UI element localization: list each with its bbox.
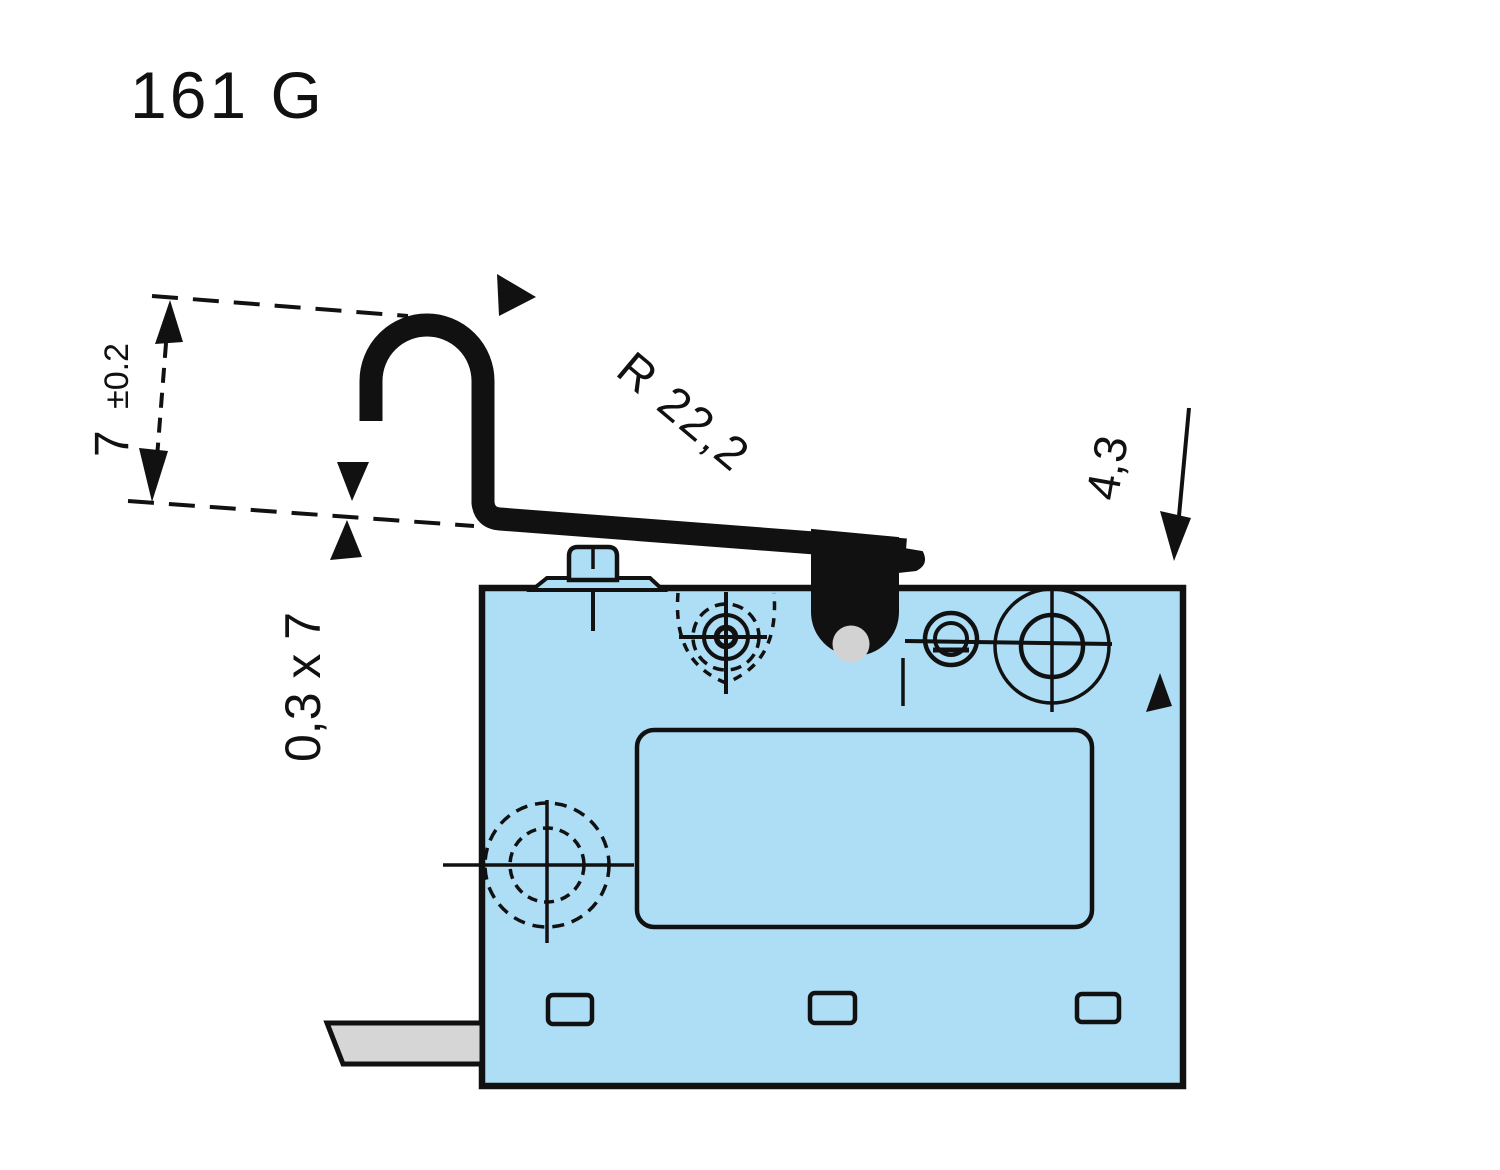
height-dimension-label: 7 ±0.2 xyxy=(86,343,139,457)
terminal-slot-2 xyxy=(807,990,858,1026)
blade-section-label: 0,3 x 7 xyxy=(275,612,331,762)
direction-arrow-icon xyxy=(497,274,536,316)
terminal-slot-3 xyxy=(1074,991,1122,1025)
thickness-marker-up-icon xyxy=(330,520,362,560)
marker-triangle-icon xyxy=(1146,673,1172,712)
thickness-marker-down-icon xyxy=(337,462,369,501)
lever-radius-label: R 22,2 xyxy=(608,341,762,482)
actuator-lever xyxy=(359,313,907,562)
terminal-tab xyxy=(323,1020,485,1067)
page-title: 161 G xyxy=(130,58,325,132)
upper-reference-dashed-line xyxy=(151,294,409,318)
pivot-target-left xyxy=(675,592,777,694)
plunger-base xyxy=(526,576,669,592)
roller xyxy=(832,625,870,663)
lower-reference-dashed-line xyxy=(127,499,475,528)
travel-arrow xyxy=(1160,407,1191,561)
travel-arrow-line xyxy=(1177,407,1191,517)
arrow-up-icon xyxy=(155,300,183,344)
travel-arrowhead-icon xyxy=(1160,511,1191,561)
pivot-target-right xyxy=(993,587,1111,712)
arrow-down-icon xyxy=(139,448,168,502)
travel-label: 4,3 xyxy=(1076,432,1138,504)
terminal-slots xyxy=(545,990,1122,1027)
pivot-target-middle xyxy=(901,610,1113,706)
mounting-hole-target xyxy=(443,800,634,943)
dimension-arrowheads xyxy=(139,274,536,560)
contact-window xyxy=(634,727,1095,930)
lever-clevis xyxy=(811,528,925,656)
terminal-slot-1 xyxy=(545,992,595,1027)
